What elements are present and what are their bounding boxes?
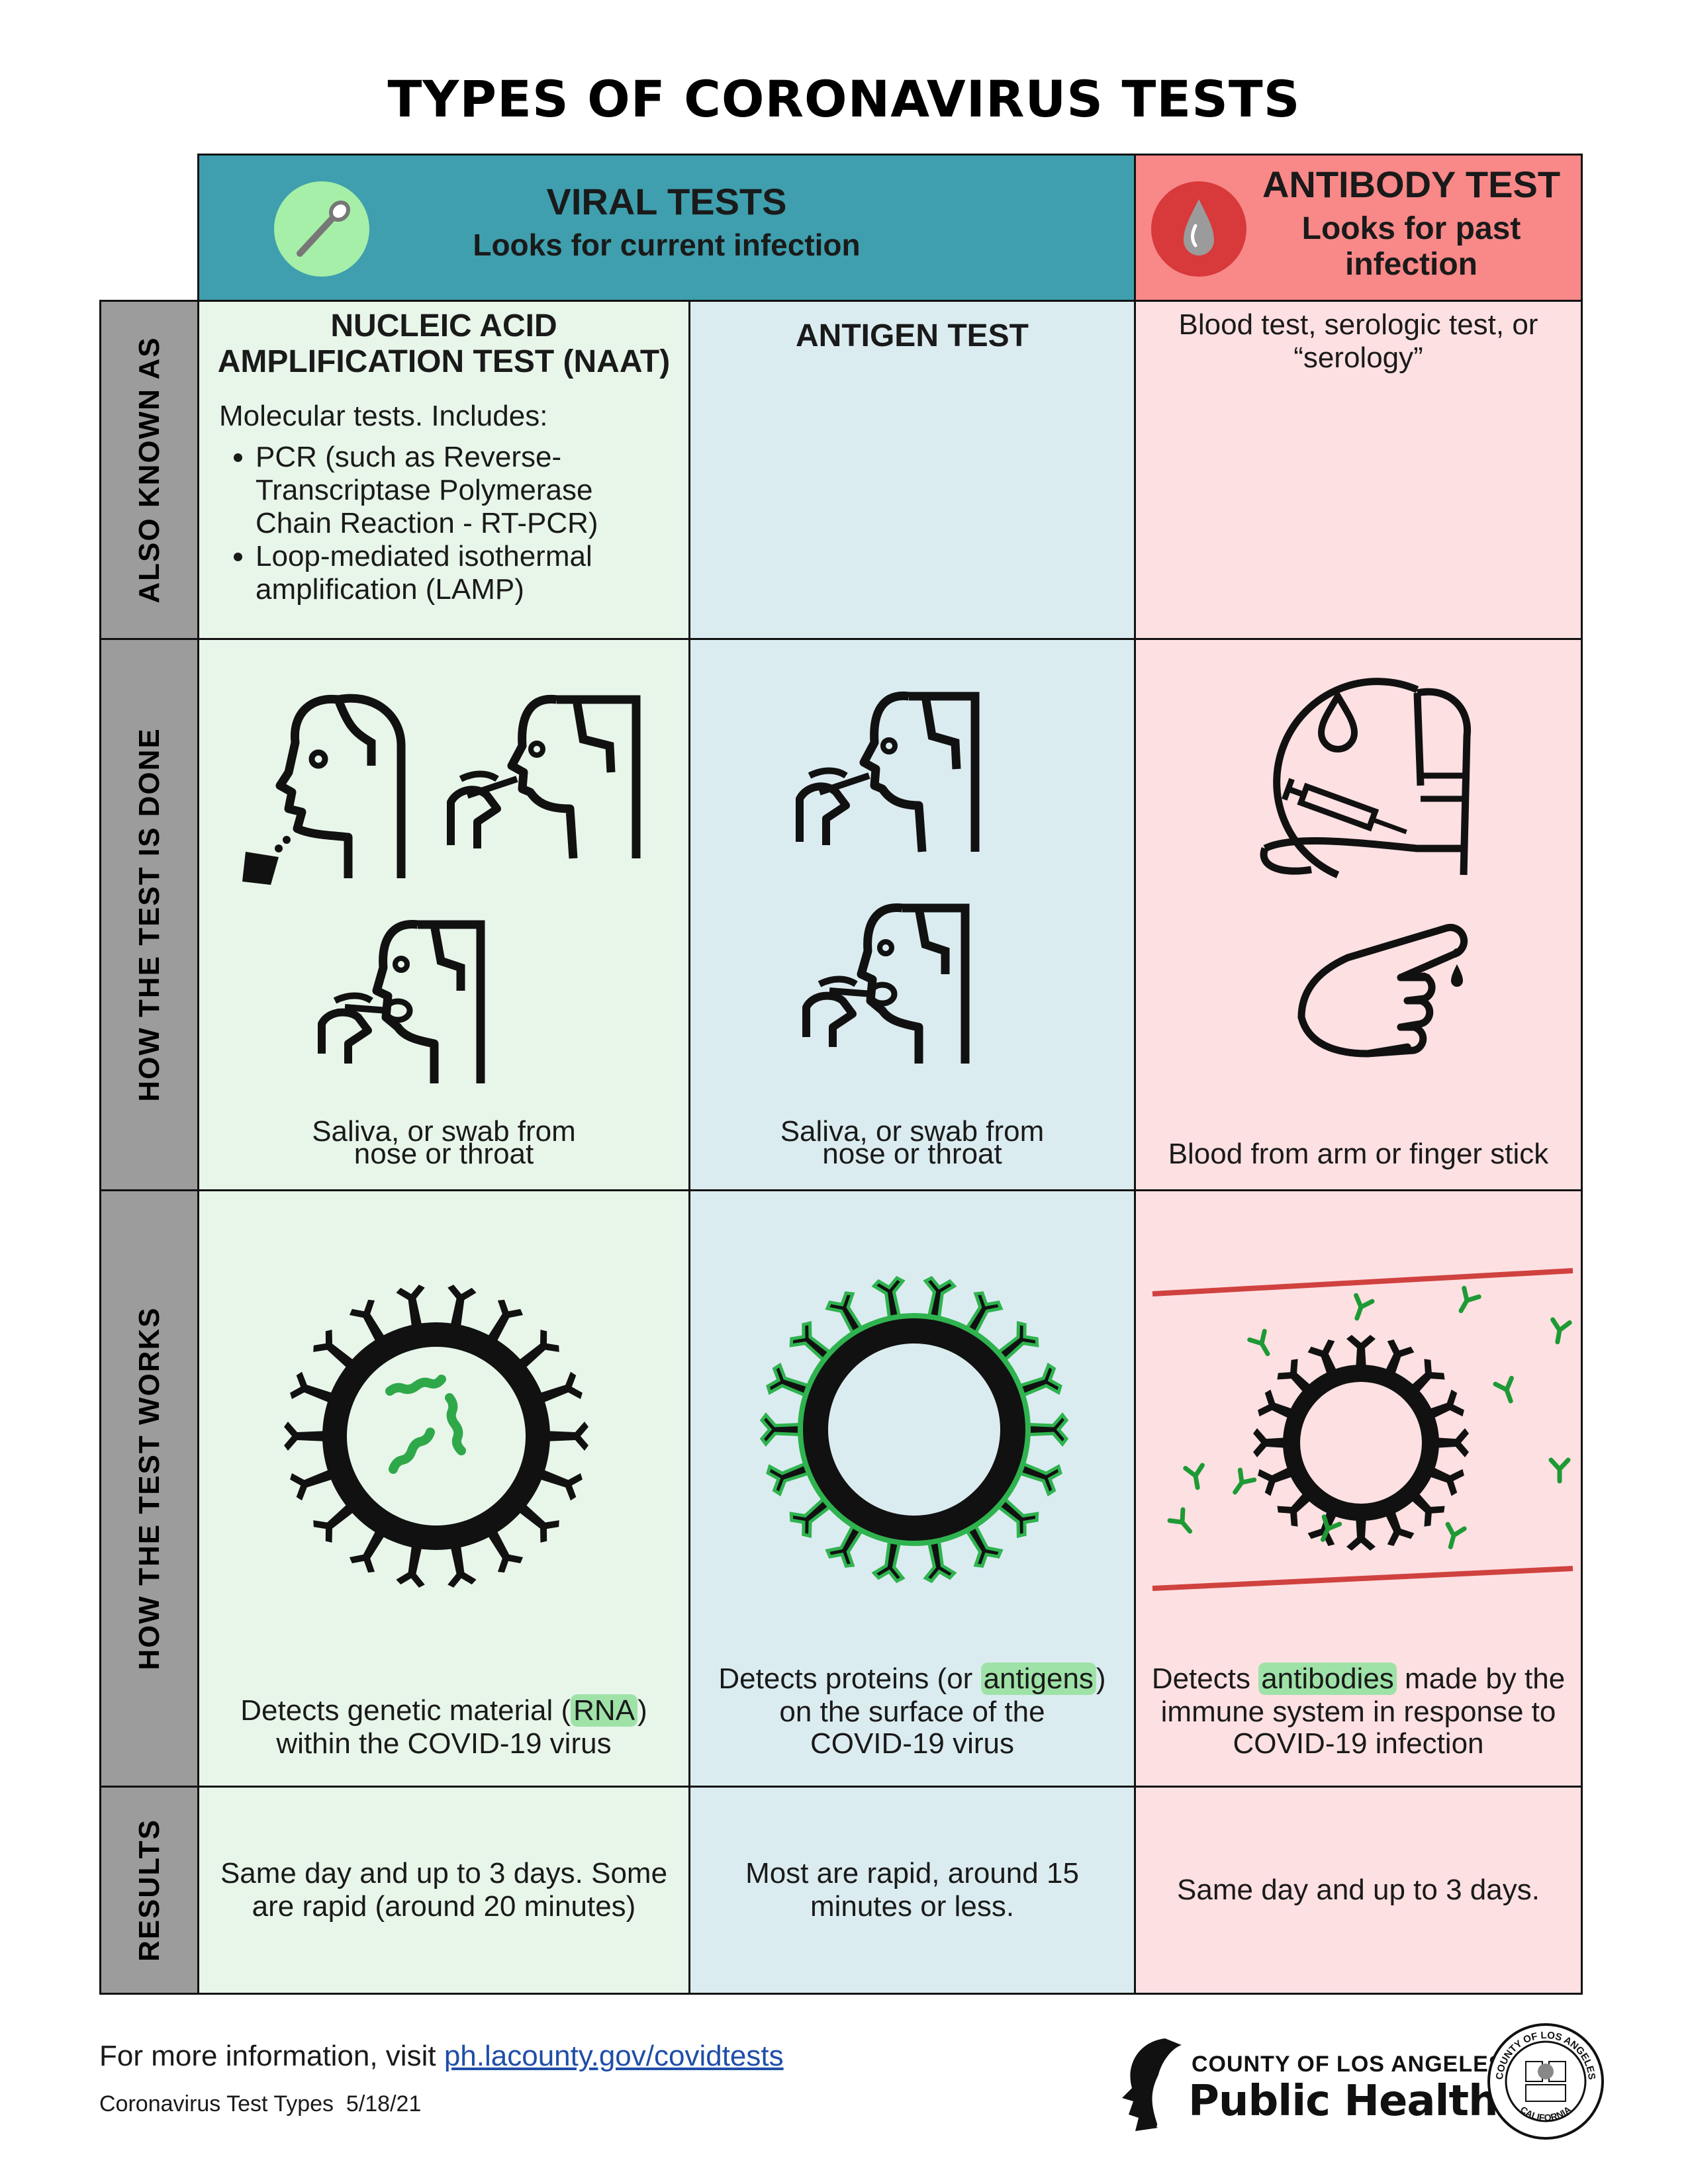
naat-results-2: are rapid (around 20 minutes)	[252, 1890, 636, 1923]
blood-draw-icon	[1260, 678, 1472, 879]
naat-works-2: within the COVID-19 virus	[276, 1727, 612, 1760]
antigen-results-cell: Most are rapid, around 15 minutes or les…	[688, 1786, 1136, 1995]
antigen-how-done-cell: Saliva, or swab from nose or throat	[688, 638, 1136, 1191]
row-label-how-works: HOW THE TEST WORKS	[99, 1189, 199, 1788]
antibodies-highlight: antibodies	[1258, 1662, 1397, 1695]
nasal-swab-icon	[796, 691, 980, 852]
antibody-works-2: immune system in response to	[1160, 1696, 1556, 1728]
naat-results-cell: Same day and up to 3 days. Some are rapi…	[197, 1786, 690, 1995]
list-item: PCR (such as Reverse- Transcriptase Poly…	[256, 441, 682, 540]
naat-sample-1: Saliva, or swab from	[312, 1115, 576, 1148]
antibody-aka-2: “serology”	[1293, 341, 1423, 374]
antigen-results-2: minutes or less.	[810, 1890, 1015, 1923]
page-title: TYPES OF CORONAVIRUS TESTS	[387, 69, 1301, 128]
org-name-line2: Public Health	[1188, 2077, 1499, 2126]
virus-rna-icon	[284, 1285, 588, 1588]
footer-info: For more information, visit ph.lacounty.…	[99, 2040, 784, 2072]
antibody-aka-1: Blood test, serologic test, or	[1178, 308, 1538, 341]
antibody-test-subtitle-1: Looks for past	[1301, 211, 1521, 246]
antibodies-icon	[1167, 1285, 1572, 1549]
antigen-title: ANTIGEN TEST	[795, 318, 1029, 353]
antigen-aka-cell: ANTIGEN TEST	[688, 300, 1136, 640]
naat-bullets: PCR (such as Reverse- Transcriptase Poly…	[219, 441, 682, 606]
antigen-how-works-cell: Detects proteins (or antigens) on the su…	[688, 1189, 1136, 1788]
row-label-how-done: HOW THE TEST IS DONE	[99, 638, 199, 1191]
swab-icon	[274, 181, 369, 277]
virus-antigen-icon	[759, 1275, 1069, 1584]
row-label-also-known-as: ALSO KNOWN AS	[99, 300, 199, 640]
viral-tests-title: VIRAL TESTS	[546, 181, 787, 222]
org-name-line1: COUNTY OF LOS ANGELES	[1192, 2052, 1505, 2077]
covidtests-link[interactable]: ph.lacounty.gov/covidtests	[444, 2040, 784, 2072]
county-seal-icon: COUNTY OF LOS ANGELES CALIFORNIA	[1487, 2023, 1604, 2140]
blood-vessel-wall-icon	[1152, 1268, 1573, 1591]
naat-title-2: AMPLIFICATION TEST (NAAT)	[217, 344, 671, 379]
naat-how-works-cell: Detects genetic material (RNA) within th…	[197, 1189, 690, 1788]
antibody-test-subtitle-2: infection	[1345, 247, 1477, 282]
antibody-aka-cell: Blood test, serologic test, or “serology…	[1134, 300, 1583, 640]
antibody-test-title: ANTIBODY TEST	[1262, 163, 1561, 205]
antibody-works-1: Detects antibodies made by the	[1151, 1662, 1566, 1695]
nasal-swab-icon	[447, 694, 641, 859]
throat-swab-icon	[802, 903, 970, 1064]
naat-sample-2: nose or throat	[353, 1138, 534, 1170]
viral-tests-header: VIRAL TESTS Looks for current infection	[197, 154, 1136, 302]
antibody-sample: Blood from arm or finger stick	[1168, 1138, 1549, 1170]
naat-results-1: Same day and up to 3 days. Some	[220, 1857, 668, 1889]
antigen-works-2: on the surface of the	[779, 1696, 1045, 1728]
antigen-works-3: COVID-19 virus	[810, 1727, 1015, 1760]
antigen-sample-2: nose or throat	[822, 1138, 1002, 1170]
row-label-results: RESULTS	[99, 1786, 199, 1995]
antigen-works-1: Detects proteins (or antigens)	[718, 1662, 1106, 1695]
naat-aka-cell: NUCLEIC ACID AMPLIFICATION TEST (NAAT) M…	[197, 300, 690, 640]
document-id: Coronavirus Test Types 5/18/21	[99, 2091, 422, 2116]
naat-how-done-cell: Saliva, or swab from nose or throat	[197, 638, 690, 1191]
antibody-works-3: COVID-19 infection	[1233, 1727, 1484, 1760]
antibody-results-cell: Same day and up to 3 days.	[1134, 1786, 1583, 1995]
antigens-highlight: antigens	[980, 1662, 1096, 1695]
antibody-results: Same day and up to 3 days.	[1177, 1874, 1540, 1906]
antibody-how-done-cell: Blood from arm or finger stick	[1134, 638, 1583, 1191]
virus-antibody-icon	[1253, 1335, 1469, 1551]
antigen-results-1: Most are rapid, around 15	[745, 1857, 1079, 1889]
list-item: Loop-mediated isothermal amplification (…	[256, 540, 682, 606]
naat-intro: Molecular tests. Includes:	[219, 400, 548, 432]
antibody-how-works-cell: Detects antibodies made by the immune sy…	[1134, 1189, 1583, 1788]
public-health-logo-icon	[1122, 2038, 1183, 2131]
blood-drop-icon	[1151, 181, 1246, 277]
rna-highlight: RNA	[571, 1694, 638, 1727]
viral-tests-subtitle: Looks for current infection	[473, 228, 861, 262]
antigen-sample-1: Saliva, or swab from	[780, 1115, 1045, 1148]
antibody-test-header: ANTIBODY TEST Looks for past infection	[1134, 154, 1583, 302]
naat-title-1: NUCLEIC ACID	[330, 308, 557, 343]
naat-works-1: Detects genetic material (RNA)	[240, 1694, 647, 1727]
throat-swab-icon	[318, 919, 485, 1083]
finger-stick-icon	[1297, 923, 1468, 1058]
saliva-sample-icon	[242, 694, 406, 885]
